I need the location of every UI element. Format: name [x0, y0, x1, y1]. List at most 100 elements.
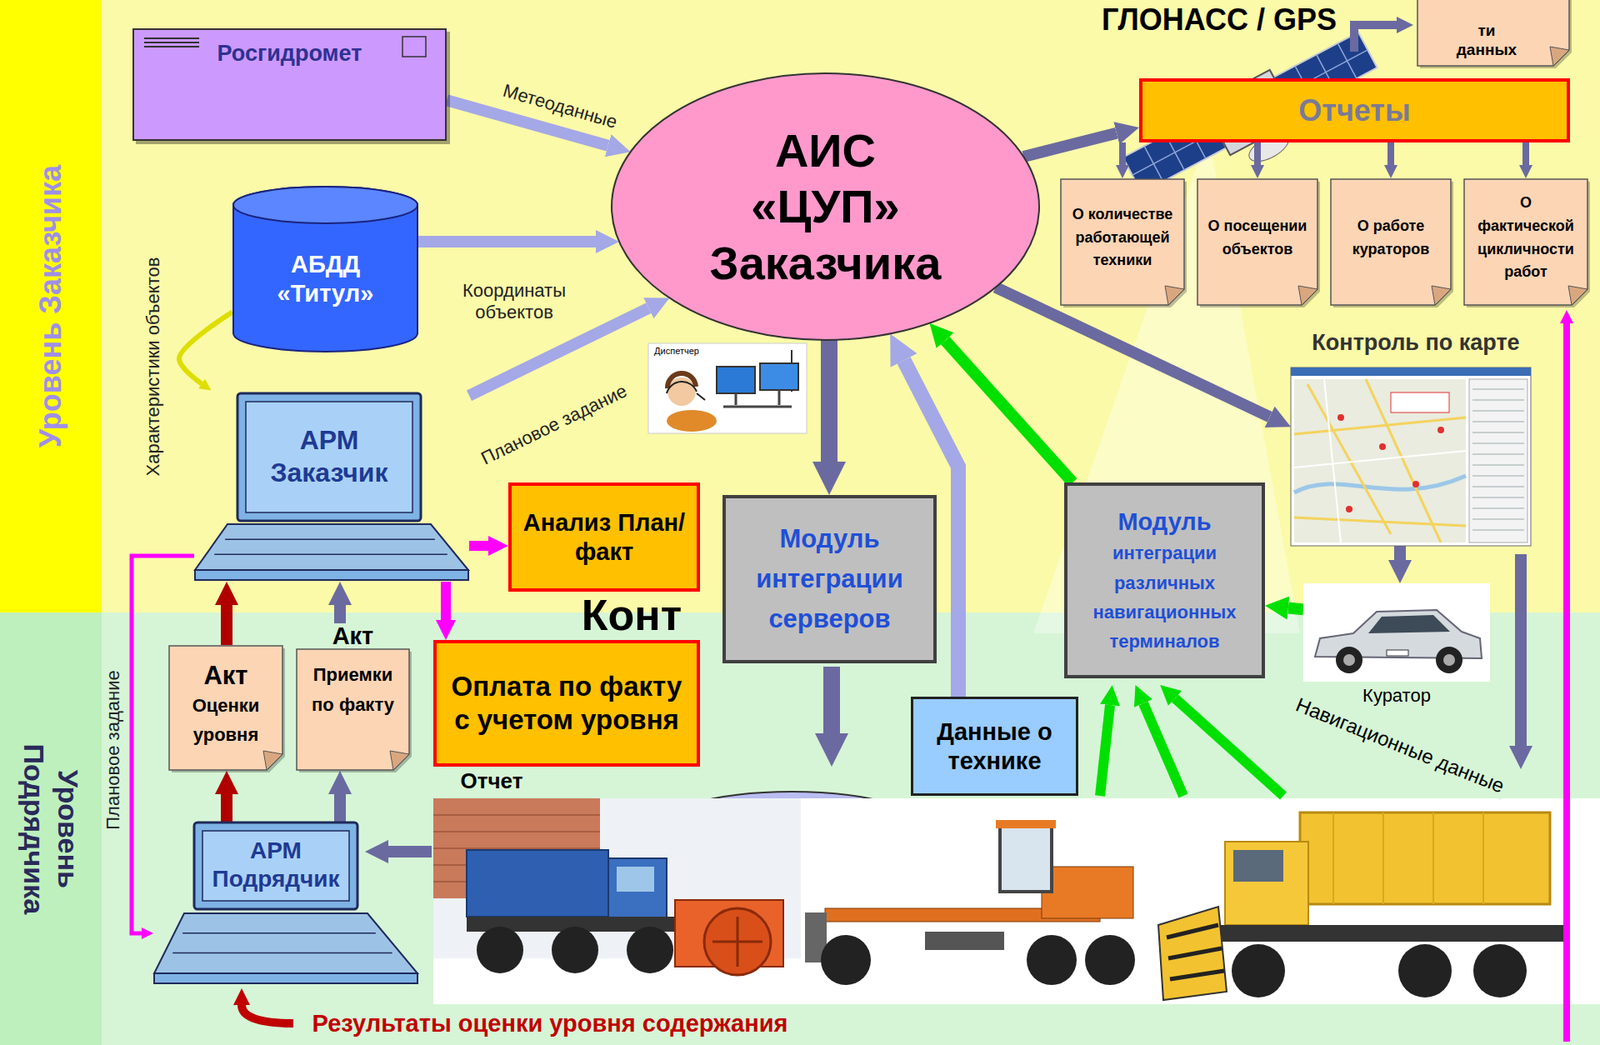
connector-arrow [820, 340, 838, 462]
node-text: Модуль [1117, 505, 1211, 540]
map-screen-shape [1294, 475, 1466, 493]
car-picture: Куратор [1303, 583, 1490, 709]
map-screen-shape [1472, 389, 1525, 530]
truck-photo [608, 858, 667, 921]
truck-photo [616, 866, 655, 892]
document-note-shape [263, 750, 283, 770]
map-screen-shape [1290, 367, 1531, 376]
connector-arrow [1119, 142, 1126, 165]
connector-arrow [220, 794, 233, 822]
layout-arrow [823, 666, 840, 734]
band-title: Уровень Заказчика [32, 165, 69, 448]
truck-photo [712, 916, 763, 967]
document-note: О фактической цикличности работ [1463, 178, 1589, 306]
map-screen-shape [1294, 379, 1466, 543]
document-note-shape [1431, 285, 1451, 305]
edge-label: Плановое задание [102, 670, 125, 830]
document-note-shape [1568, 285, 1588, 305]
connector-arrow [945, 340, 1073, 483]
edge-label: Координаты объектов [443, 280, 585, 325]
connector-arrow [1254, 142, 1261, 165]
free-label: ГЛОНАСС / GPS [1101, 1, 1337, 38]
dispatcher-picture [716, 366, 755, 394]
layout-arrow [241, 25, 1567, 1042]
map-screen-shape [1390, 392, 1450, 413]
edge-label: Плановое задание [477, 380, 631, 470]
car-picture-shape [1435, 646, 1463, 674]
connector-arrow [1522, 142, 1530, 165]
workstation-laptop-shape [194, 822, 358, 910]
car-picture-shape [1368, 615, 1450, 634]
report-box: Отчеты [1139, 78, 1570, 143]
map-screen-shape [1337, 414, 1345, 421]
connector-arrow [1288, 608, 1304, 610]
workstation-laptop-shape [214, 539, 447, 555]
car-picture-shape [1343, 654, 1355, 666]
node-text: Акт [203, 660, 248, 691]
grader-photo [1026, 935, 1077, 985]
workstation-laptop-shape [237, 393, 421, 521]
grader-photo [800, 798, 1153, 1005]
plow-truck-photo [1225, 841, 1309, 925]
node-text: ти данных [1456, 21, 1517, 60]
map-screen-shape [1294, 379, 1466, 543]
map-screen-shape [1379, 443, 1386, 450]
workstation-laptop-shape [245, 401, 413, 513]
map-screen-shape [1412, 480, 1420, 488]
payment-box: Оплата по факту с учетом уровня [433, 640, 700, 767]
document-note-shape [1417, 0, 1570, 66]
plow-truck-photo [1152, 798, 1600, 1005]
map-screen: Контроль по карте [1290, 329, 1541, 546]
node-text: АИС «ЦУП» Заказчика [710, 122, 942, 291]
node-text: Контроль по карте [1311, 329, 1520, 356]
layout-arrow [1515, 554, 1527, 746]
layout-arrow [1563, 323, 1570, 1042]
workstation-laptop-shape [195, 570, 469, 580]
node-text: АБДД «Титул» [240, 250, 410, 309]
plow-truck-photo [1152, 798, 1600, 1005]
workstation-laptop: АРМ Заказчик [194, 392, 470, 582]
document-note-shape [296, 649, 410, 770]
plow-truck-photo [1473, 944, 1527, 998]
band-ground [0, 0, 102, 613]
map-screen-shape [1290, 367, 1531, 546]
map-screen-shape [1345, 505, 1353, 513]
truck-photo [433, 798, 801, 1005]
node-text: Модуль интеграции серверов [732, 519, 927, 640]
truck-photo [433, 798, 801, 1005]
document-note-shape [1464, 179, 1588, 305]
workstation-laptop-shape [202, 830, 350, 901]
map-screen-shape [1290, 329, 1541, 546]
module-box: Модуль интеграции серверов [722, 495, 937, 664]
grader-photo [995, 820, 1056, 829]
node-text: Росгидромет [217, 40, 363, 67]
layout-arrow [241, 1005, 294, 1024]
document-note: ти данных [1416, 0, 1570, 67]
plow-truck-photo [1216, 925, 1567, 942]
truck-photo [626, 926, 674, 974]
source-box-shape [144, 38, 200, 47]
connector-arrow [334, 605, 346, 624]
node-text: АРМ Подрядчик [205, 836, 346, 893]
truck-photo [466, 850, 609, 917]
plow-truck-photo [1233, 850, 1284, 882]
plow-truck-photo [1333, 812, 1484, 905]
document-note: О работе кураторов [1330, 178, 1452, 306]
layout-arrow [388, 845, 432, 858]
car-picture-shape [1386, 650, 1409, 656]
document-note-shape [1197, 179, 1318, 305]
workstation-laptop-shape [172, 933, 392, 954]
document-note: О посещении объектов [1196, 178, 1319, 306]
connector-arrow [1023, 133, 1117, 157]
workstation-laptop-shape [154, 973, 418, 984]
plow-truck-photo [1166, 925, 1225, 980]
node-text: Акт [332, 623, 375, 649]
workstation-laptop: АРМ Подрядчик [153, 821, 419, 985]
document-note-shape [1550, 46, 1570, 66]
document-note-shape [1060, 179, 1185, 305]
plow-truck-photo [1231, 944, 1285, 998]
layout-arrow [1143, 703, 1184, 796]
dispatcher-picture [760, 363, 799, 390]
module-box: Модульинтеграции различных навигационных… [1064, 482, 1265, 679]
